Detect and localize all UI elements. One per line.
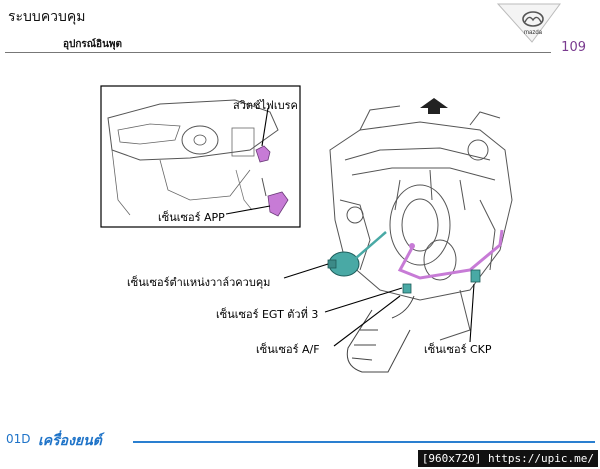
brand-text: mazda — [524, 30, 543, 36]
ckp-sensor-part — [470, 269, 481, 283]
mazda-logo-icon: mazda — [496, 3, 561, 43]
cabin-inset — [100, 85, 301, 228]
page-number: 109 — [561, 40, 586, 55]
label-app-sensor: เซ็นเซอร์ APP — [158, 211, 225, 224]
front-direction-arrow-icon — [420, 98, 448, 114]
page-subtitle: อุปกรณ์อินพุต — [63, 39, 122, 50]
egt-sensor-pipe — [397, 229, 504, 294]
section-title: ระบบควบคุม — [8, 9, 86, 25]
footer-divider — [133, 441, 595, 443]
watermark: [960x720] https://upic.me/ — [417, 450, 598, 467]
brand-logo: mazda — [492, 2, 562, 44]
callout-lines — [225, 107, 475, 347]
label-throttle-position-sensor: เซ็นเซอร์ตำแหน่งวาล์วควบคุม — [127, 276, 271, 289]
footer-code: 01D — [6, 432, 31, 446]
engine-block — [329, 105, 513, 341]
label-ckp-sensor: เซ็นเซอร์ CKP — [424, 343, 492, 356]
label-brake-switch: สวิตช์ไฟเบรค — [233, 99, 298, 112]
intake-hose — [346, 295, 415, 373]
label-af-sensor: เซ็นเซอร์ A/F — [256, 343, 320, 356]
label-egt-sensor: เซ็นเซอร์ EGT ตัวที่ 3 — [216, 308, 319, 321]
footer-title: เครื่องยนต์ — [38, 433, 102, 449]
header-divider — [5, 52, 551, 53]
throttle-position-sensor-part — [327, 231, 387, 277]
